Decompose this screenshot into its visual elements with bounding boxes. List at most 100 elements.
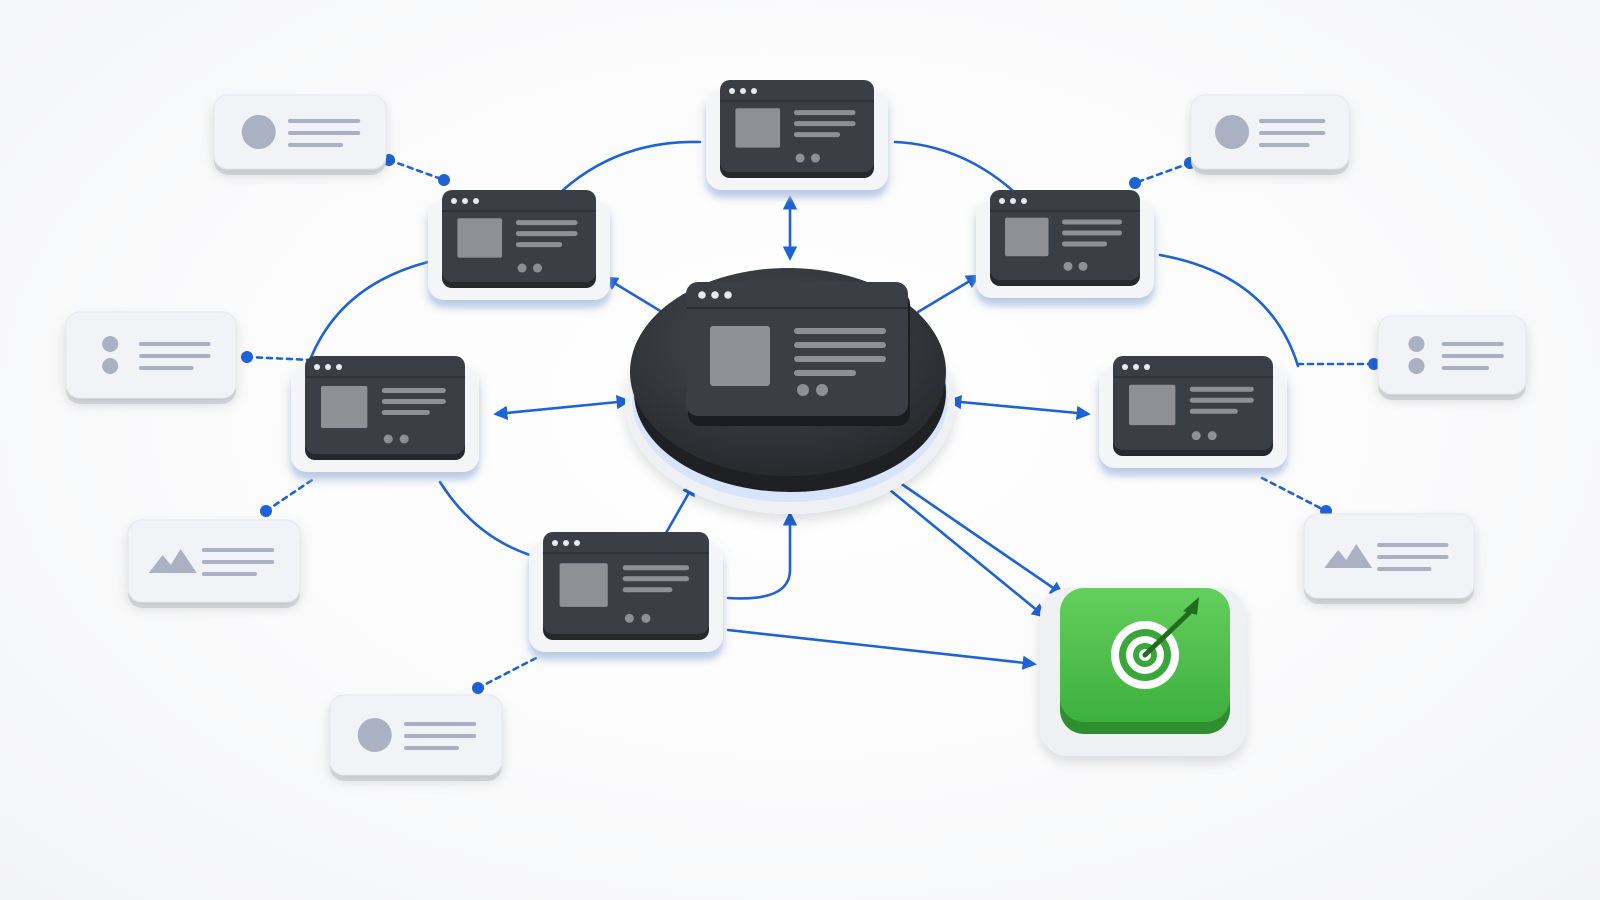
text-line (622, 565, 690, 571)
profile-circle (357, 718, 392, 752)
window-dot (574, 540, 580, 546)
text-line (139, 366, 194, 370)
window-dot (473, 198, 479, 204)
button-dot (810, 153, 820, 163)
window-dot (724, 291, 732, 299)
button-dot (532, 263, 542, 273)
link-dashed-upper-right (1133, 161, 1192, 185)
button-dot (1207, 431, 1217, 441)
window-dot (1010, 198, 1016, 204)
hub-to-goal-arrow-1 (888, 474, 1065, 596)
window-face (1113, 356, 1273, 450)
browser-window-icon (698, 291, 886, 396)
window-node-top[interactable] (706, 80, 888, 198)
window-dot (552, 540, 558, 546)
text-line (1258, 119, 1326, 123)
window-dot (314, 364, 320, 370)
profile-circle-icon (1215, 115, 1326, 149)
window-node-upper-left[interactable] (428, 190, 610, 308)
image-placeholder (735, 108, 781, 148)
info-card-lower-left[interactable] (127, 519, 301, 608)
window-node-mid-right[interactable] (1099, 356, 1287, 476)
hub-to-upper-left-arrow (603, 276, 664, 314)
text-line (1258, 143, 1310, 147)
info-card-mid-right[interactable] (1377, 315, 1527, 400)
list-dot (1408, 336, 1425, 352)
profile-circle (1215, 115, 1250, 149)
text-line (1441, 354, 1504, 358)
text-line (381, 410, 430, 415)
browser-window-icon (552, 540, 690, 623)
text-line (1441, 342, 1504, 346)
text-line (139, 354, 211, 358)
window-dot (563, 540, 569, 546)
arrow-fletching (1183, 597, 1199, 615)
info-card-bottom-left[interactable] (329, 694, 503, 781)
text-line (201, 560, 275, 564)
window-node-upper-right[interactable] (976, 190, 1154, 306)
button-dot (624, 613, 634, 623)
window-dot (325, 364, 331, 370)
window-dot (711, 291, 719, 299)
text-line (1189, 408, 1238, 414)
hub-to-upper-right-arrow (916, 274, 981, 314)
list-dot (102, 358, 119, 374)
text-line (201, 548, 275, 552)
text-line (403, 722, 477, 726)
text-line (622, 576, 690, 582)
info-card-lower-right[interactable] (1303, 513, 1475, 604)
info-card-mid-left[interactable] (65, 311, 237, 404)
text-line (794, 328, 886, 334)
mountain-image-icon (148, 548, 275, 576)
image-placeholder (710, 326, 770, 386)
text-line (1377, 543, 1449, 547)
info-card-upper-left[interactable] (213, 94, 387, 175)
window-dot (462, 198, 468, 204)
window-face (305, 356, 465, 454)
text-line (794, 356, 886, 362)
button-dot (517, 263, 527, 273)
link-dashed-lower-left (264, 478, 314, 513)
profile-circle-icon (241, 115, 361, 149)
curve-upper-left-mid-left (308, 260, 430, 362)
text-line (1377, 555, 1449, 559)
central-hub-node[interactable] (625, 268, 955, 514)
profile-circle-icon (357, 718, 477, 752)
hub-to-goal-arrow-2 (888, 488, 1047, 618)
image-placeholder (1005, 217, 1049, 257)
browser-window-icon (999, 198, 1122, 271)
mountain-shape (148, 549, 197, 573)
window-dot (336, 364, 342, 370)
text-line (287, 131, 361, 135)
text-line (794, 370, 856, 376)
window-node-mid-left[interactable] (291, 356, 479, 480)
connector-lines (241, 140, 1380, 694)
text-line (1189, 397, 1254, 403)
text-line (403, 746, 459, 750)
browser-window-icon (314, 364, 446, 444)
target-arrow-icon (1111, 597, 1199, 689)
window-dot (999, 198, 1005, 204)
button-dot (797, 384, 809, 396)
button-dot (1191, 431, 1201, 441)
window-face (543, 532, 709, 634)
text-line (1062, 219, 1122, 225)
text-line (793, 121, 856, 127)
curve-mid-left-bottom (438, 480, 550, 562)
two-dots-list-icon (1408, 336, 1504, 374)
text-line (1377, 567, 1432, 571)
goal-target-node[interactable] (1040, 588, 1246, 756)
button-dot (816, 384, 828, 396)
window-node-bottom[interactable] (529, 532, 723, 660)
link-dashed-upper-left (387, 158, 446, 182)
text-line (793, 132, 841, 138)
info-card-upper-right[interactable] (1190, 94, 1350, 175)
window-dot (1133, 364, 1139, 370)
hub-to-mid-left-arrow (493, 395, 631, 420)
text-line (794, 342, 886, 348)
text-line (381, 388, 446, 393)
image-placeholder (321, 386, 368, 428)
window-dot (1144, 364, 1150, 370)
button-dot (795, 153, 805, 163)
